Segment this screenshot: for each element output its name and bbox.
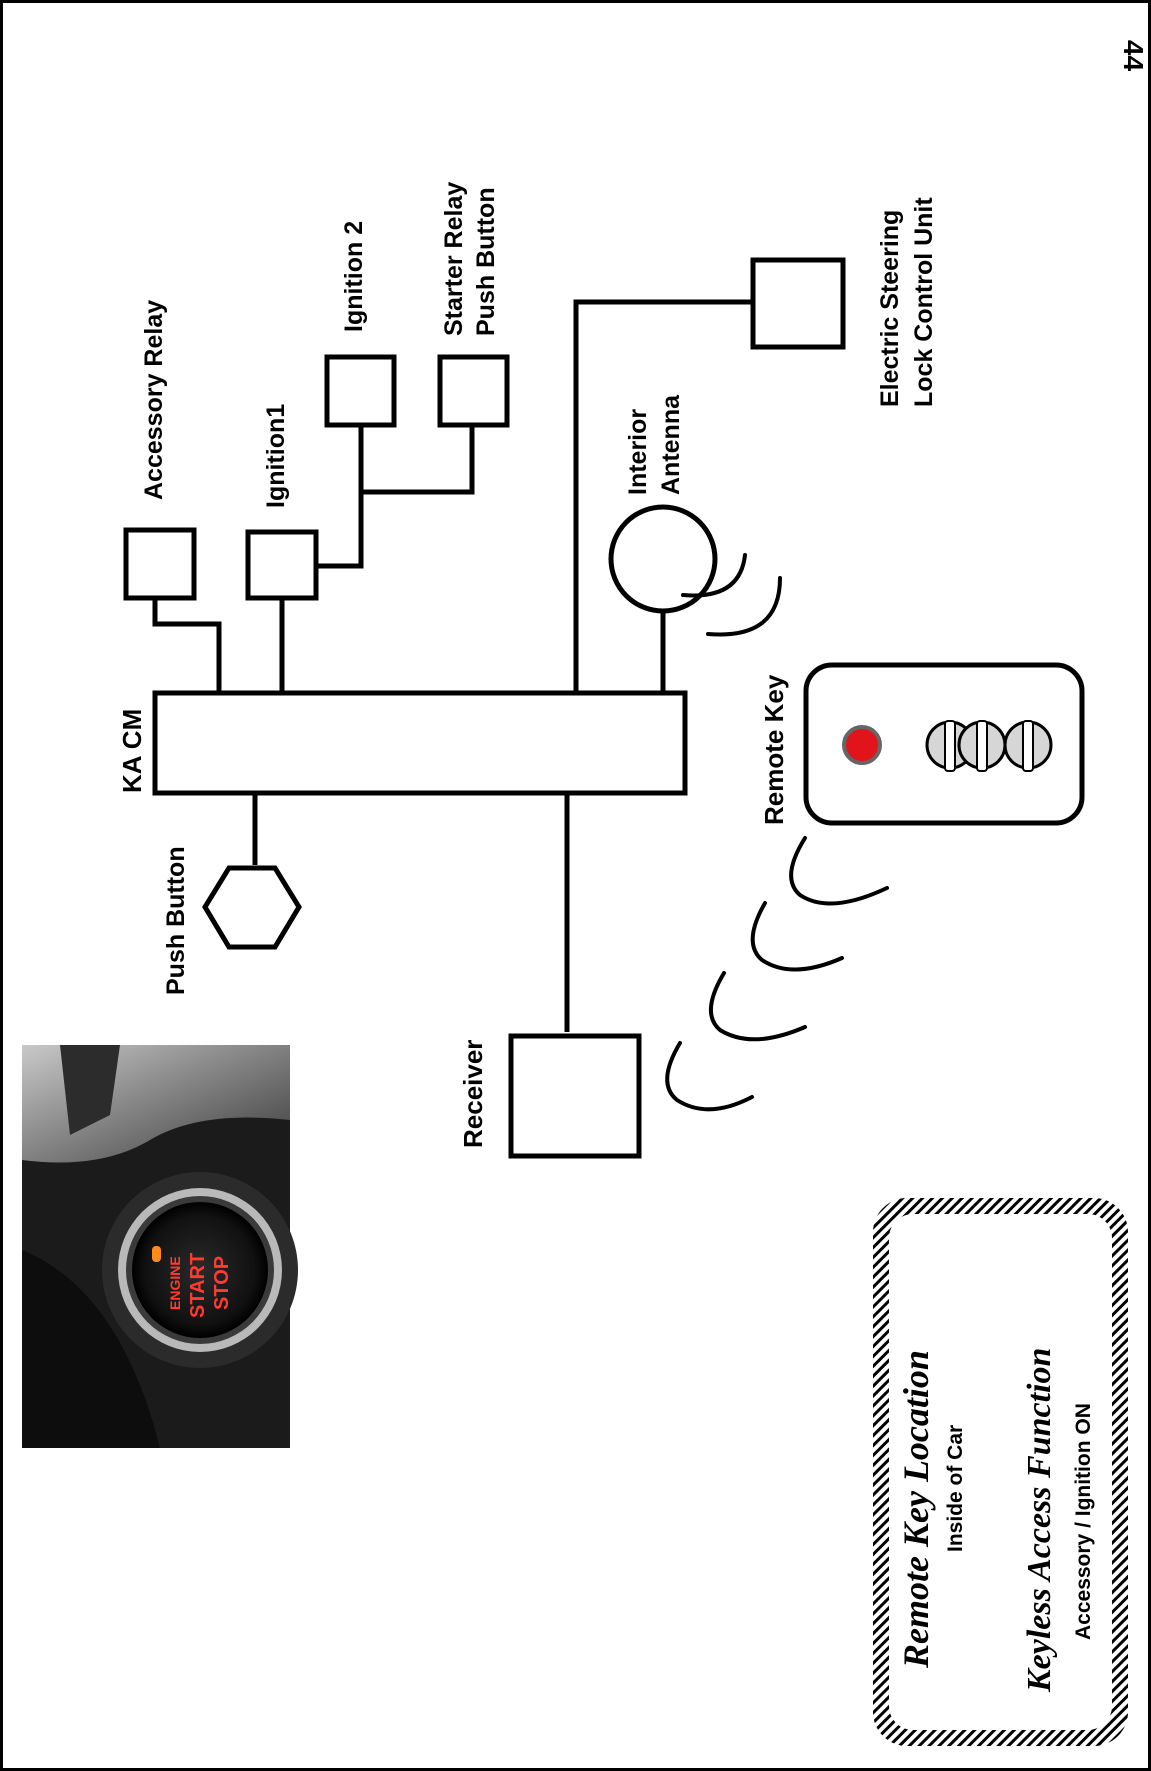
remote-key-label: Remote Key bbox=[759, 674, 789, 825]
esl-control-unit-box bbox=[750, 257, 846, 350]
page-number: 44 bbox=[1118, 40, 1149, 72]
photo-button-text-3: STOP bbox=[211, 1256, 233, 1310]
esl-label-1: Electric Steering bbox=[876, 210, 904, 407]
receiver-box bbox=[508, 1033, 642, 1159]
receiver-label: Receiver bbox=[458, 1040, 488, 1148]
ignition2-label: Ignition 2 bbox=[340, 221, 368, 332]
photo-button-text-2: START bbox=[187, 1253, 209, 1318]
ka-cm-module bbox=[152, 690, 688, 796]
ignition1-label: Ignition1 bbox=[262, 404, 290, 508]
remote-key-button-icon bbox=[1003, 720, 1053, 772]
info-text-inside-of-car: Inside of Car bbox=[944, 1425, 967, 1552]
ka-cm-label: KA CM bbox=[117, 709, 147, 793]
accessory-relay-box bbox=[123, 527, 197, 601]
info-heading-remote-key-location: Remote Key Location bbox=[896, 1350, 936, 1669]
wiring bbox=[152, 299, 753, 1032]
info-heading-keyless-access-function: Keyless Access Function bbox=[1021, 1348, 1058, 1693]
esl-label-2: Lock Control Unit bbox=[910, 197, 938, 407]
interior-antenna-label-1: Interior bbox=[624, 409, 652, 495]
accessory-relay-label: Accessory Relay bbox=[140, 300, 168, 500]
push-button-label: Push Button bbox=[162, 846, 190, 995]
remote-key-fob bbox=[803, 662, 1085, 826]
info-text-accessory-ignition-on: Accessory / Ignition ON bbox=[1072, 1403, 1095, 1640]
starter-relay-box bbox=[437, 354, 510, 428]
interior-antenna-label-2: Antenna bbox=[657, 394, 685, 495]
ignition1-box bbox=[245, 529, 319, 601]
keyless-info-box: Remote Key Location Inside of Car Keyles… bbox=[873, 1198, 1128, 1746]
push-button-hexagon bbox=[202, 865, 302, 950]
remote-key-led-icon bbox=[842, 725, 882, 765]
indicator-lamp-icon bbox=[152, 1246, 161, 1262]
interior-antenna-circle bbox=[608, 504, 718, 614]
remote-signal-waves bbox=[665, 836, 889, 1112]
ignition2-box bbox=[324, 354, 397, 428]
engine-start-button-photo: ENGINE START STOP bbox=[22, 1045, 298, 1448]
starter-relay-label-1: Starter Relay bbox=[440, 182, 468, 336]
photo-button-text-1: ENGINE bbox=[167, 1256, 183, 1310]
starter-relay-label-2: Push Button bbox=[472, 187, 500, 336]
antenna-signal-waves bbox=[681, 553, 782, 637]
